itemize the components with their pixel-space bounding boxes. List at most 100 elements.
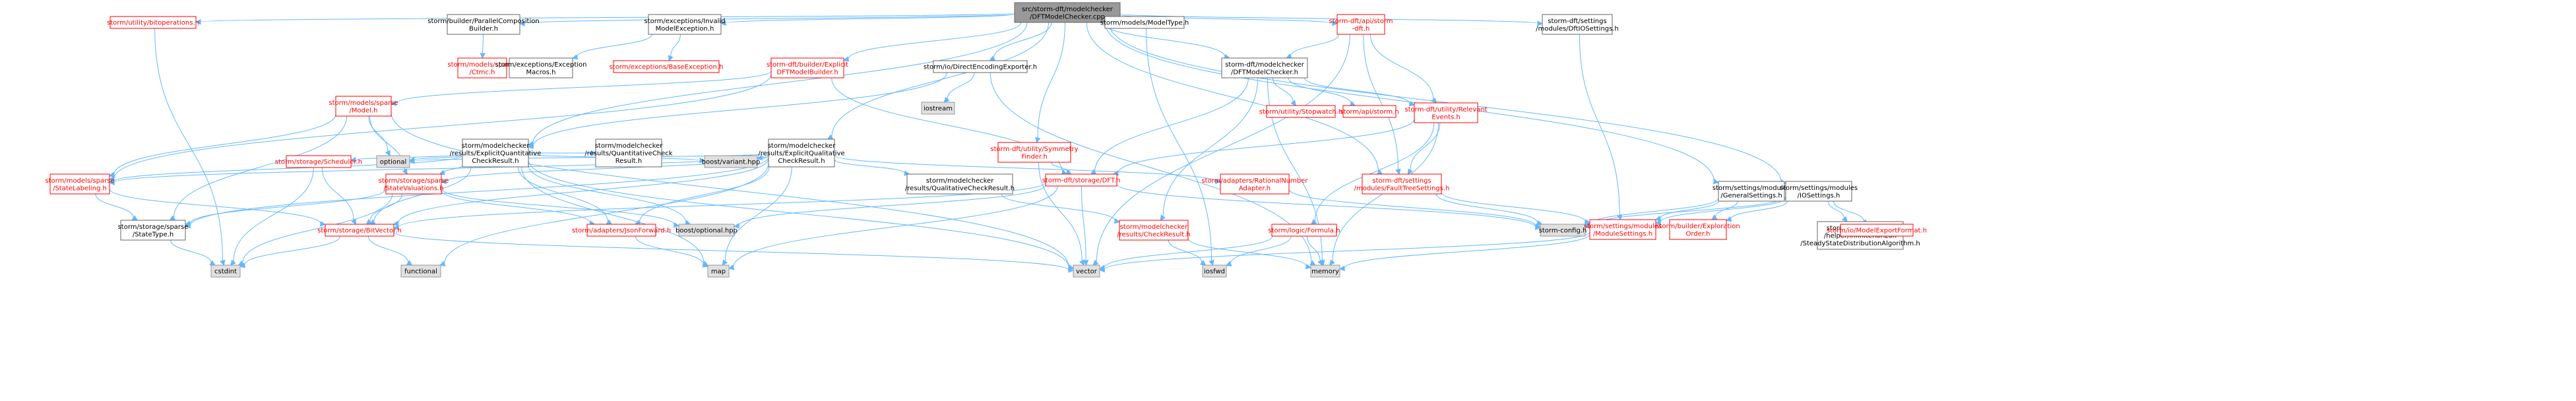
node-box	[509, 57, 573, 78]
include-edge	[1272, 77, 1297, 106]
node-label: storm/storage/BitVector.h	[317, 228, 402, 235]
node-box	[335, 96, 392, 117]
header-node[interactable]: storm-dft/storage/DFT.h	[1042, 173, 1121, 187]
node-label: /SteadyStateDistributionAlgorithm.h	[1800, 240, 1920, 247]
header-node[interactable]: storm/models/sparse/Ctmc.h	[447, 57, 517, 78]
header-node[interactable]: storm/modelchecker/results/QuantitativeC…	[584, 139, 673, 168]
header-node[interactable]: storm-dft/builder/ExplicitDFTModelBuilde…	[767, 57, 848, 78]
include-edge	[1654, 197, 1786, 226]
include-edge	[1288, 189, 1542, 230]
include-edge	[1119, 14, 1338, 26]
node-label: /results/QuantitativeCheck	[584, 150, 672, 158]
node-label: /StateLabeling.h	[53, 185, 107, 192]
node-box	[210, 264, 241, 278]
header-node[interactable]: storm-dft/settings/modules/FaultTreeSett…	[1354, 173, 1450, 195]
include-edge	[720, 14, 1015, 26]
node-box	[1310, 264, 1340, 278]
header-node[interactable]: storm/models/ModelType.h	[1100, 16, 1189, 29]
node-box	[1045, 173, 1117, 187]
node-box	[1119, 220, 1189, 241]
include-edge	[390, 71, 772, 107]
node-label: /results/CheckResult.h	[1117, 231, 1190, 238]
node-box	[707, 264, 730, 278]
header-node[interactable]: storm/builder/ParallelCompositionBuilder…	[427, 14, 540, 35]
header-node[interactable]: storm/models/sparse/Model.h	[329, 96, 398, 117]
header-node[interactable]: storm/api/storm.h	[1340, 105, 1399, 118]
include-edge	[1090, 77, 1249, 175]
node-label: /ModuleSettings.h	[1593, 230, 1652, 237]
include-edge	[365, 193, 402, 225]
include-edge	[1098, 231, 1590, 273]
node-label: optional	[380, 159, 407, 166]
node-box	[462, 139, 529, 168]
header-node[interactable]: storm/modelchecker/results/ExplicitQuant…	[450, 139, 542, 168]
node-label: Finder.h	[1021, 153, 1047, 160]
header-node[interactable]: storm-dft/settings/modules/DftIOSettings…	[1536, 14, 1619, 35]
node-box	[586, 224, 656, 237]
header-node[interactable]: storm/settings/modules/GeneralSettings.h	[1712, 181, 1790, 202]
node-label: map	[711, 268, 726, 276]
header-node[interactable]: storm/modelchecker/results/CheckResult.h	[1117, 220, 1191, 241]
node-box	[457, 57, 507, 78]
node-label: storm/api/storm.h	[1340, 109, 1398, 116]
node-label: vector	[1076, 268, 1098, 276]
header-node[interactable]: storm/settings/modules/IOSettings.h	[1780, 181, 1858, 202]
root-file-node[interactable]: src/storm-dft/modelchecker/DFTModelCheck…	[1014, 2, 1121, 23]
header-node[interactable]: storm/storage/sparse/StateValuations.h	[379, 173, 449, 195]
include-edge	[1369, 34, 1437, 104]
node-label: DFTModelBuilder.h	[776, 69, 838, 76]
node-box	[447, 14, 520, 35]
node-label: cstdint	[214, 268, 237, 276]
header-node[interactable]: storm/modelchecker/results/QualitativeCh…	[905, 173, 1015, 195]
system-header-node: vector	[1073, 264, 1100, 278]
header-node[interactable]: storm/settings/modules/ModuleSettings.h	[1584, 219, 1662, 240]
node-label: storm/utility/Stopwatch.h	[1259, 109, 1342, 116]
header-node[interactable]: storm/utility/Stopwatch.h	[1259, 105, 1342, 118]
node-box	[376, 155, 410, 168]
node-label: storm/modelchecker	[768, 142, 836, 150]
header-node[interactable]: storm/logic/Formula.h	[1268, 224, 1340, 237]
header-node[interactable]: storm/adapters/JsonForward.h	[572, 224, 671, 237]
node-box	[648, 14, 722, 35]
node-label: storm/modelchecker	[926, 177, 995, 185]
include-edge	[527, 22, 1028, 147]
include-edge	[989, 22, 1052, 61]
include-edge	[108, 155, 463, 185]
header-node[interactable]: storm/exceptions/BaseException.h	[610, 60, 724, 73]
include-edge	[834, 154, 1222, 185]
header-node[interactable]: storm-dft/api/storm-dft.h	[1329, 14, 1393, 35]
include-edge	[230, 167, 314, 266]
system-header-node: storm-config.h	[1539, 224, 1586, 237]
node-label: /modules/DftIOSettings.h	[1536, 25, 1619, 32]
node-label: storm/settings/modules	[1712, 185, 1790, 192]
header-node[interactable]: storm/storage/BitVector.h	[317, 224, 402, 237]
header-node[interactable]: storm/utility/bitoperations.h	[107, 16, 199, 29]
header-node[interactable]: storm/storage/Scheduler.h	[275, 155, 362, 168]
node-label: Events.h	[1431, 113, 1460, 121]
header-node[interactable]: storm/models/sparse/StateLabeling.h	[45, 173, 115, 195]
node-box	[1220, 173, 1290, 195]
header-node[interactable]: storm-dft/modelchecker/DFTModelChecker.h	[1221, 57, 1308, 78]
include-edge	[1092, 34, 1350, 266]
node-label: /results/ExplicitQuantitative	[450, 150, 542, 158]
header-node[interactable]: storm/modelchecker/results/ExplicitQuali…	[758, 139, 845, 168]
node-box	[595, 139, 662, 168]
include-edge	[827, 22, 1050, 140]
header-node[interactable]: storm/io/ModelExportFormat.h	[1827, 224, 1927, 237]
node-box	[613, 60, 720, 73]
include-edge	[1288, 77, 1356, 107]
node-box	[1718, 181, 1785, 202]
header-node[interactable]: storm/storage/sparse/StateType.h	[118, 220, 189, 241]
node-label: storm/settings/modules	[1584, 223, 1662, 230]
include-edge	[518, 13, 1015, 27]
node-label: storm/storage/sparse	[118, 224, 189, 231]
header-node[interactable]: storm/io/DirectEncodingExporter.h	[924, 60, 1037, 73]
node-label: CheckResult.h	[472, 158, 518, 165]
node-label: /DFTModelChecker.h	[1231, 69, 1298, 76]
